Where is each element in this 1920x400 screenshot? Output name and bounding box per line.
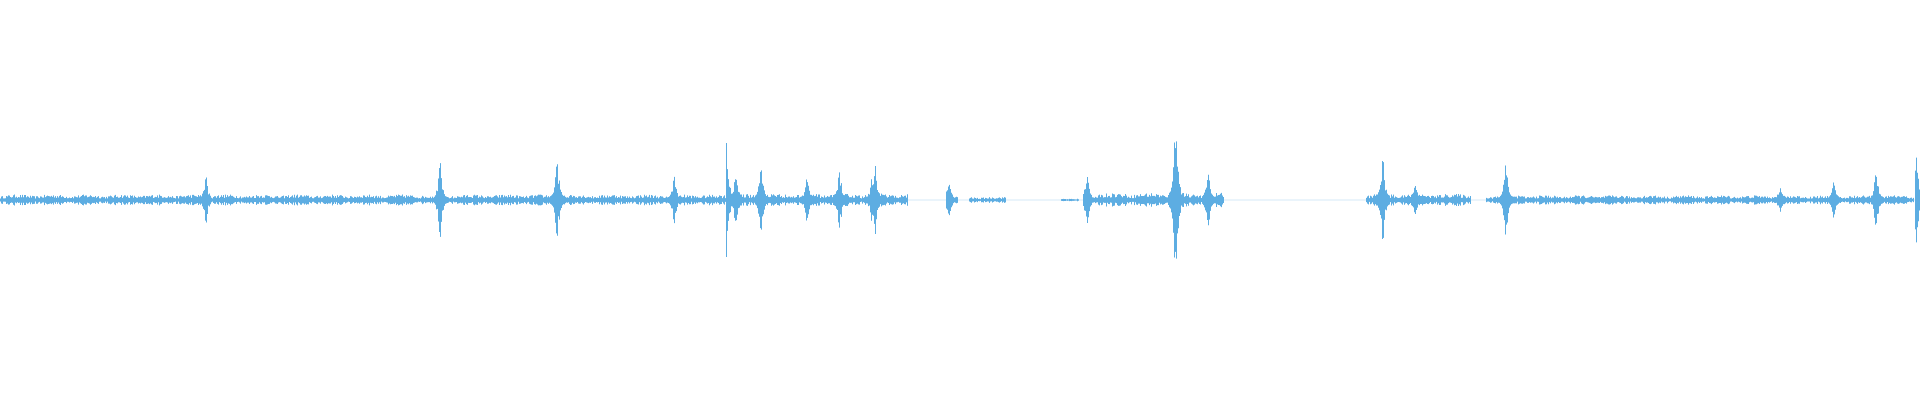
waveform-bars (0, 141, 1920, 259)
